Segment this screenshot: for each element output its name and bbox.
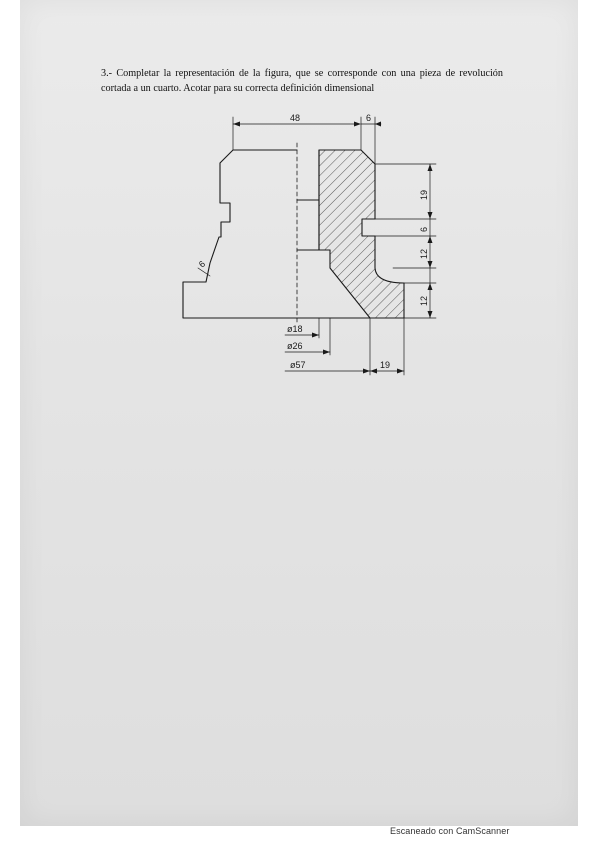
bore-lines	[296, 149, 331, 251]
dim-bottom-19: 19	[380, 360, 390, 370]
dim-top-6: 6	[366, 113, 371, 123]
exercise-statement: 3.- Completar la representación de la fi…	[101, 68, 503, 94]
dim-chamfer-6: 6	[197, 259, 207, 270]
dim-right-6: 6	[419, 227, 429, 232]
dim-right-12a: 12	[419, 249, 429, 259]
dim-width-48: 48	[290, 113, 300, 123]
part-outline-left	[182, 149, 371, 319]
dim-dia-18: ø18	[287, 324, 303, 334]
dim-right-12b: 12	[419, 296, 429, 306]
dim-dia-57: ø57	[290, 360, 306, 370]
scanner-watermark: Escaneado con CamScanner	[390, 826, 510, 836]
dim-dia-26: ø26	[287, 341, 303, 351]
paper-sheet	[20, 0, 578, 826]
hatched-section	[318, 149, 405, 319]
dim-right-19: 19	[419, 190, 429, 200]
